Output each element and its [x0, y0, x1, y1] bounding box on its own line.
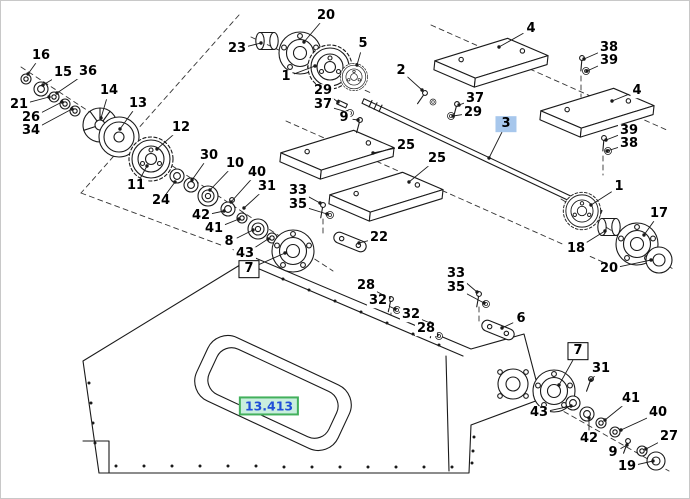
callout-40[interactable]: 40: [245, 165, 269, 181]
bottom-right-hub-assembly: [532, 369, 666, 471]
callout-39[interactable]: 39: [597, 53, 621, 69]
callout-43[interactable]: 43: [527, 405, 551, 421]
callout-16[interactable]: 16: [29, 48, 53, 64]
callout-7[interactable]: 7: [567, 342, 589, 360]
callout-24[interactable]: 24: [149, 193, 173, 209]
callout-38[interactable]: 38: [597, 40, 621, 56]
callout-34[interactable]: 34: [19, 123, 43, 139]
callout-20[interactable]: 20: [597, 261, 621, 277]
callout-33[interactable]: 33: [286, 183, 310, 199]
callout-12[interactable]: 12: [169, 120, 193, 136]
callout-6[interactable]: 6: [514, 311, 528, 327]
callout-7[interactable]: 7: [238, 260, 260, 278]
rivets: [87, 277, 476, 469]
left-drive-assembly: [20, 73, 315, 273]
callout-29[interactable]: 29: [461, 105, 485, 121]
callout-38[interactable]: 38: [617, 136, 641, 152]
callout-30[interactable]: 30: [197, 148, 221, 164]
callout-35[interactable]: 35: [286, 197, 310, 213]
callout-28[interactable]: 28: [354, 278, 378, 294]
callout-15[interactable]: 15: [51, 65, 75, 81]
callout-17[interactable]: 17: [647, 206, 671, 222]
callout-11[interactable]: 11: [124, 178, 148, 194]
callout-3[interactable]: 3: [495, 116, 517, 132]
callout-18[interactable]: 18: [564, 241, 588, 257]
callout-35[interactable]: 35: [444, 280, 468, 296]
callout-leader-lines: [26, 22, 662, 466]
callout-28[interactable]: 28: [414, 321, 438, 337]
body-cover-panel: [194, 335, 352, 451]
callout-32[interactable]: 32: [399, 307, 423, 323]
callout-5[interactable]: 5: [356, 36, 370, 52]
callout-41[interactable]: 41: [202, 221, 226, 237]
callout-2[interactable]: 2: [394, 63, 408, 79]
callout-8[interactable]: 8: [222, 234, 236, 250]
callout-9[interactable]: 9: [606, 445, 620, 461]
callout-1[interactable]: 1: [612, 179, 626, 195]
callout-23[interactable]: 23: [225, 41, 249, 57]
callout-42[interactable]: 42: [577, 431, 601, 447]
callout-42[interactable]: 42: [189, 208, 213, 224]
callout-31[interactable]: 31: [589, 361, 613, 377]
callout-27[interactable]: 27: [657, 429, 681, 445]
callout-40[interactable]: 40: [646, 405, 670, 421]
callout-19[interactable]: 19: [615, 459, 639, 475]
callout-4[interactable]: 4: [630, 83, 644, 99]
right-drive-assembly: [562, 191, 673, 274]
callout-36[interactable]: 36: [76, 64, 100, 80]
callout-33[interactable]: 33: [444, 266, 468, 282]
bearing-mount: [497, 368, 529, 400]
callout-37[interactable]: 37: [463, 91, 487, 107]
callout-29[interactable]: 29: [311, 83, 335, 99]
callout-22[interactable]: 22: [367, 230, 391, 246]
callout-10[interactable]: 10: [223, 156, 247, 172]
callout-14[interactable]: 14: [97, 83, 121, 99]
section-ref[interactable]: 13.413: [238, 396, 300, 416]
callout-39[interactable]: 39: [617, 123, 641, 139]
callout-1[interactable]: 1: [279, 69, 293, 85]
callout-41[interactable]: 41: [619, 391, 643, 407]
callout-32[interactable]: 32: [366, 293, 390, 309]
callout-31[interactable]: 31: [255, 179, 279, 195]
callout-9[interactable]: 9: [337, 110, 351, 126]
callout-25[interactable]: 25: [394, 138, 418, 154]
callout-21[interactable]: 21: [7, 97, 31, 113]
callout-43[interactable]: 43: [233, 246, 257, 262]
callout-37[interactable]: 37: [311, 97, 335, 113]
callout-25[interactable]: 25: [425, 151, 449, 167]
callout-26[interactable]: 26: [19, 110, 43, 126]
machine-body: [82, 256, 542, 474]
callout-20[interactable]: 20: [314, 8, 338, 24]
callout-13[interactable]: 13: [126, 96, 150, 112]
callout-4[interactable]: 4: [524, 21, 538, 37]
